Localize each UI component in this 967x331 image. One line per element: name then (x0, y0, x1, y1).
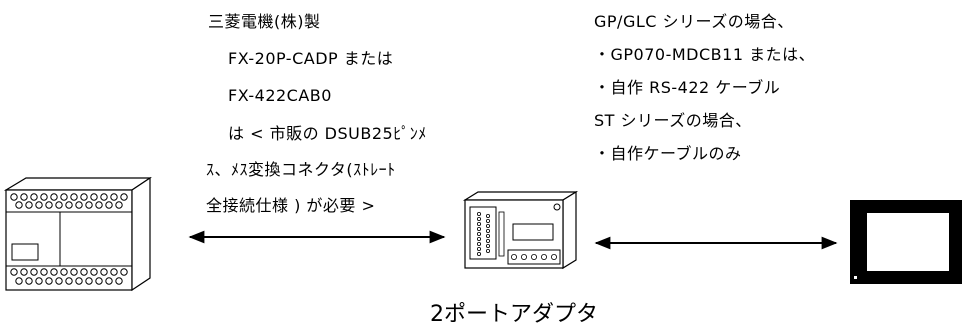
right-note-line-2: ・GP070-MDCB11 または、 (594, 45, 816, 64)
left-note-line-6: 全接続仕様 ) が必要 > (206, 196, 376, 215)
left-note-line-4: は < 市販の DSUB25ﾋﾟﾝﾒ (228, 124, 427, 143)
two-port-adapter-icon (462, 190, 579, 270)
left-note-line-5: ｽ、ﾒｽ変換コネクタ(ｽﾄﾚｰﾄ (206, 160, 396, 179)
right-note-line-4: ST シリーズの場合、 (594, 111, 752, 130)
adapter-caption: 2ポートアダプタ (430, 302, 598, 327)
left-note-line-2: FX-20P-CADP または (228, 49, 394, 68)
display-panel-icon (850, 200, 962, 284)
plc-unit-icon (3, 176, 152, 292)
right-note-line-5: ・自作ケーブルのみ (594, 144, 742, 163)
right-note-line-3: ・自作 RS-422 ケーブル (594, 78, 781, 97)
left-note-line-3: FX-422CAB0 (228, 86, 332, 105)
right-note-line-1: GP/GLC シリーズの場合、 (594, 12, 794, 31)
left-note-line-1: 三菱電機(株)製 (208, 12, 321, 31)
